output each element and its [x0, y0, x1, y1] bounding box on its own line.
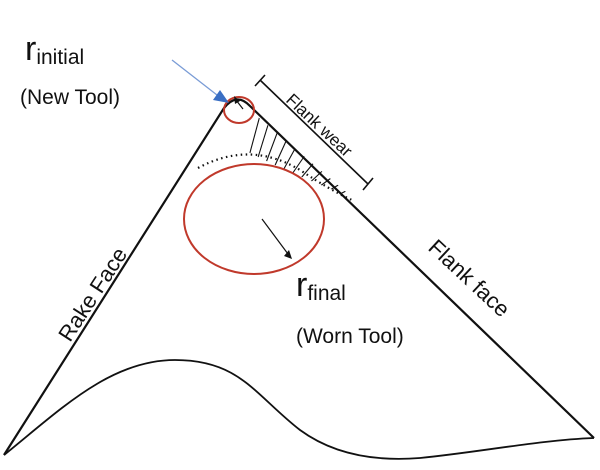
- rake-face-label: Rake Face: [53, 243, 132, 346]
- worn-edge-dotted-line: [197, 153, 353, 202]
- initial-nose-circle: [223, 96, 255, 124]
- final-nose-circle: [183, 163, 325, 275]
- r-initial-label: rinitial: [25, 30, 84, 69]
- workpiece-curve: [3, 359, 595, 460]
- flank-wear-dimension: [254, 74, 374, 191]
- r-initial-note: (New Tool): [20, 86, 120, 109]
- r-initial-pointer-arrow: [171, 59, 229, 103]
- flank-face-label: Flank face: [424, 234, 515, 322]
- r-final-note: (Worn Tool): [296, 325, 404, 348]
- r-final-label: rfinal: [296, 266, 346, 305]
- initial-radius-arrow: [234, 96, 244, 110]
- flank-wear-label: Flank wear: [282, 90, 356, 161]
- final-radius-arrow: [261, 218, 292, 259]
